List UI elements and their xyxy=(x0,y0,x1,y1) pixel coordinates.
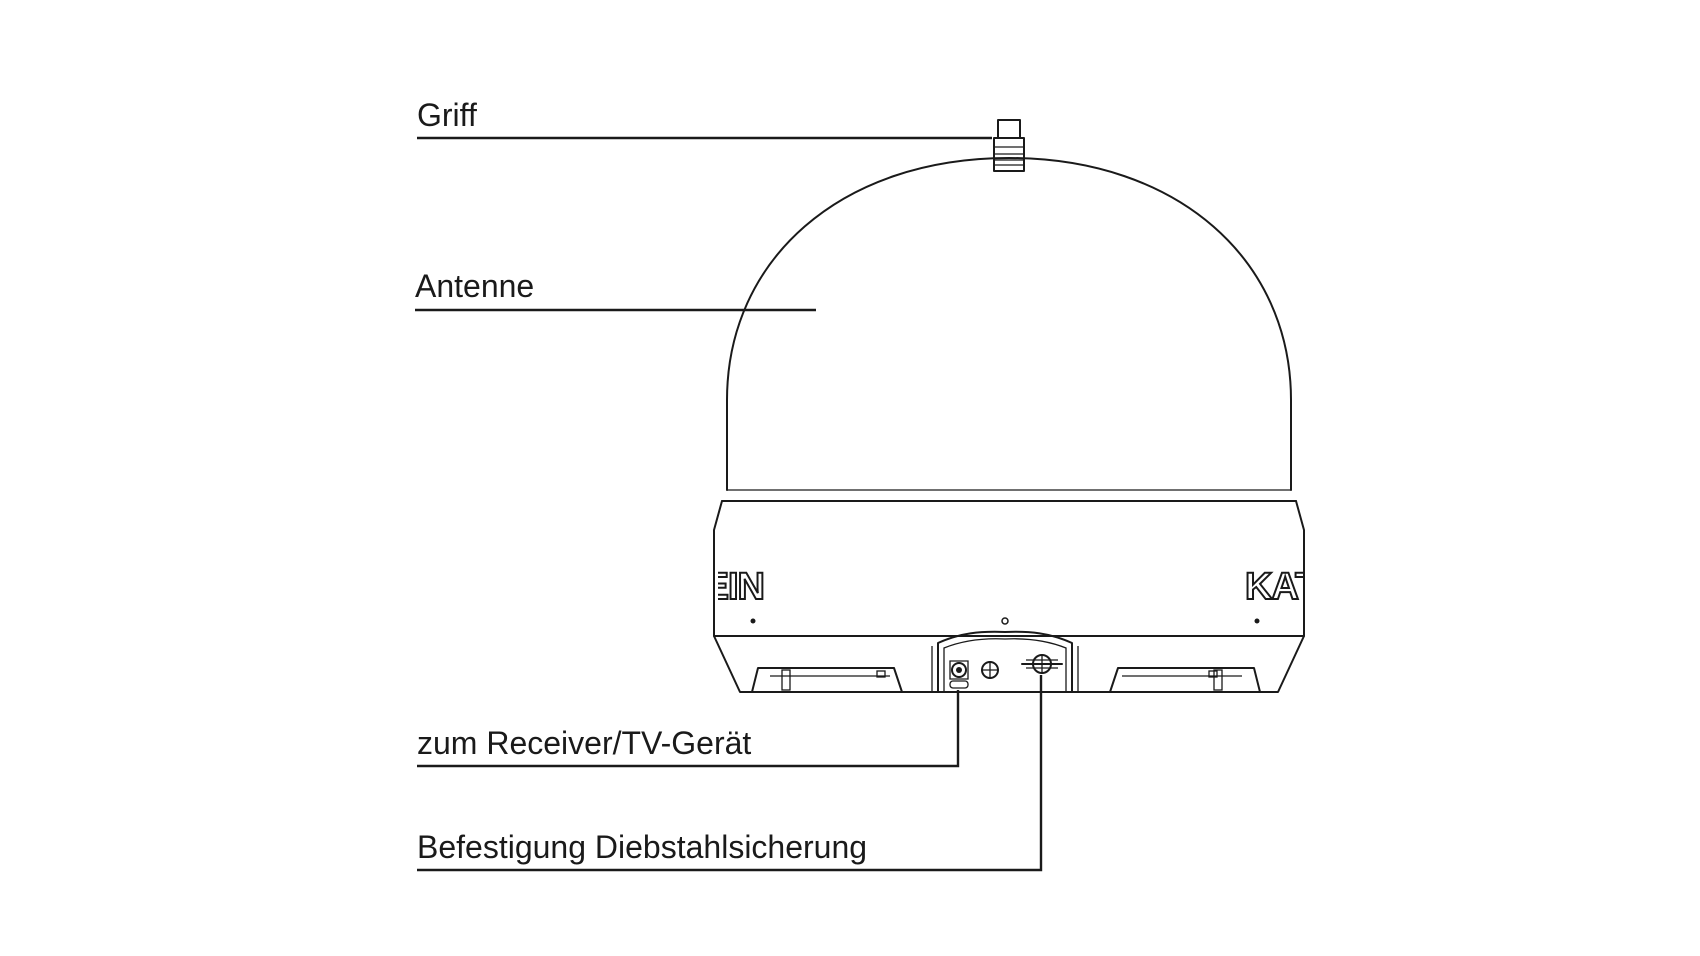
right-foot xyxy=(1109,667,1261,693)
theft-protection-fastener xyxy=(1021,654,1063,674)
base-housing xyxy=(713,500,1305,693)
antenna-dome xyxy=(726,157,1292,491)
brand-lettering-left: REIN xyxy=(677,566,764,608)
label-receiver: zum Receiver/TV-Gerät xyxy=(417,725,751,761)
label-antenna: Antenne xyxy=(415,268,534,304)
crosshair-symbol xyxy=(981,661,999,679)
screw-hole xyxy=(1254,618,1260,624)
screw-hole xyxy=(1001,617,1009,625)
brand-lettering-right: KAT xyxy=(1245,566,1318,608)
callout-labels: Griff Antenne zum Receiver/TV-Gerät Befe… xyxy=(415,97,867,865)
label-theft-protection: Befestigung Diebstahlsicherung xyxy=(417,829,867,865)
coax-connector xyxy=(949,660,969,689)
left-foot xyxy=(751,667,903,693)
label-handle: Griff xyxy=(417,97,477,133)
screw-hole xyxy=(750,618,756,624)
antenna-device: REIN KAT xyxy=(677,119,1318,693)
callout-leaders xyxy=(415,136,1043,872)
leader-theft-protection xyxy=(417,675,1043,872)
handle xyxy=(993,119,1025,172)
connector-panel xyxy=(931,630,1079,693)
leader-receiver xyxy=(417,690,960,768)
